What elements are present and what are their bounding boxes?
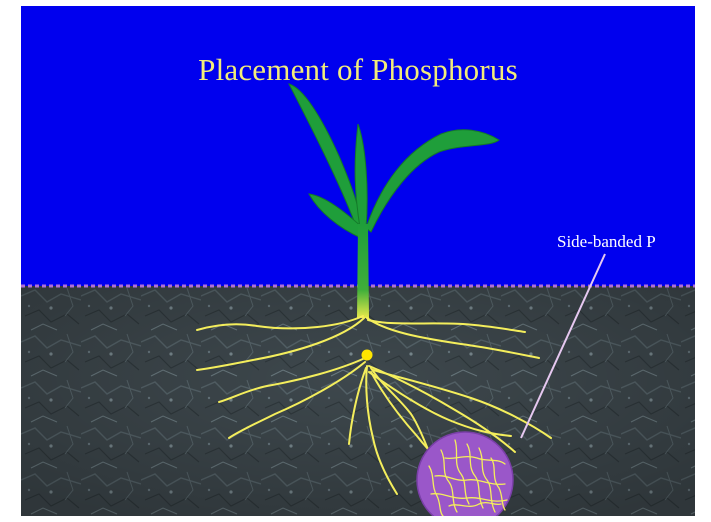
root <box>219 358 365 402</box>
stem <box>357 224 369 318</box>
root <box>197 316 363 330</box>
leaf-right-long <box>366 130 499 232</box>
leaves <box>289 84 499 238</box>
side-banded-label: Side-banded P <box>557 232 656 252</box>
slide-title: Placement of Phosphorus <box>21 52 695 88</box>
root-node <box>362 350 373 361</box>
diagram-slide: Placement of Phosphorus Side-banded P <box>21 6 695 516</box>
label-pointer-line <box>521 254 605 438</box>
root <box>229 362 365 438</box>
root <box>349 368 366 444</box>
root <box>366 366 397 494</box>
